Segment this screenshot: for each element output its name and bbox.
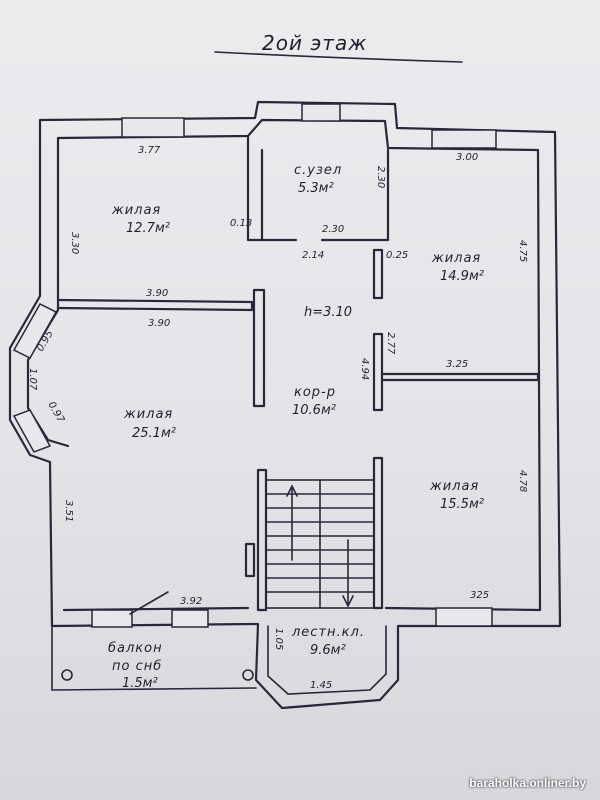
- dim-label: 3.30: [69, 232, 80, 254]
- dim-label: 2.30: [375, 166, 386, 188]
- stair-name: лестн.кл.: [291, 625, 365, 640]
- balcony-area: 1.5м²: [122, 676, 158, 691]
- bathroom-wall: [246, 134, 390, 242]
- dim-label: 3.90: [148, 318, 170, 329]
- room3-area: 25.1м²: [132, 426, 176, 441]
- room1-area: 12.7м²: [126, 221, 170, 236]
- corridor-area: 10.6м²: [292, 403, 336, 418]
- dim-label: 3.51: [63, 500, 74, 522]
- bay-window: [12, 409, 52, 453]
- stair-wall-right: [372, 456, 384, 610]
- dim-label: 4.78: [517, 470, 528, 492]
- window: [431, 129, 497, 149]
- ceiling-height: h=3.10: [304, 305, 352, 320]
- window: [435, 607, 493, 627]
- dim-label: 0.97: [45, 400, 66, 425]
- dim-label: 3.92: [180, 596, 202, 607]
- dim-label: 3.25: [446, 359, 468, 370]
- bay-window: [12, 303, 58, 359]
- window: [171, 609, 209, 628]
- stair-arrow-up: [286, 484, 298, 561]
- dim-label: 0.13: [230, 218, 252, 229]
- stair-wall-left: [256, 468, 268, 612]
- dim-label: 2.30: [322, 224, 344, 235]
- stair-bay-inner: [267, 625, 387, 695]
- balcony-post: [61, 669, 73, 681]
- dim-label: 0.25: [386, 250, 408, 261]
- stair-steps: [265, 493, 375, 593]
- room2-area: 14.9м²: [440, 269, 484, 284]
- dim-label: 4.94: [359, 358, 370, 380]
- partition-stub: [372, 248, 384, 300]
- room4-area: 15.5м²: [440, 497, 484, 512]
- window: [91, 609, 133, 628]
- dim-label: 1.07: [27, 368, 38, 391]
- title-underline: [214, 51, 463, 63]
- watermark: baraholka.onliner.by: [469, 776, 586, 790]
- balcony-outline: [51, 625, 257, 691]
- window: [301, 103, 341, 122]
- stair-stub: [244, 542, 256, 578]
- room4-name: жилая: [429, 479, 479, 494]
- dim-label: 3.90: [146, 288, 168, 299]
- partition-wall: [56, 298, 254, 312]
- dim-label: 1.45: [310, 680, 332, 691]
- balcony-post: [242, 669, 254, 681]
- partition-wall: [380, 372, 540, 382]
- stair-area: 9.6м²: [310, 643, 346, 658]
- partition-stub: [372, 332, 384, 412]
- dim-label: 3.77: [138, 145, 161, 156]
- outer-wall: [8, 100, 562, 710]
- partition-stub: [252, 288, 266, 408]
- room2-name: жилая: [431, 251, 481, 266]
- corridor-name: кор-р: [294, 385, 336, 400]
- bath-name: с.узел: [294, 163, 342, 178]
- balcony-name-2: по снб: [112, 659, 162, 674]
- room3-name: жилая: [123, 407, 173, 422]
- room1-name: жилая: [111, 203, 161, 218]
- stair-arrow-down: [342, 539, 354, 608]
- balcony-name: балкон: [108, 641, 163, 656]
- window: [121, 117, 185, 138]
- dim-label: 325: [470, 590, 489, 601]
- floor-title: 2ой этаж: [262, 31, 367, 55]
- dim-label: 2.14: [302, 250, 324, 261]
- dim-label: 4.75: [517, 240, 528, 262]
- dim-label: 2.77: [385, 332, 396, 355]
- dim-label: 1.05: [273, 628, 284, 650]
- balcony-door-swing: [129, 591, 169, 615]
- dim-label: 3.00: [456, 152, 478, 163]
- bath-area: 5.3м²: [298, 181, 334, 196]
